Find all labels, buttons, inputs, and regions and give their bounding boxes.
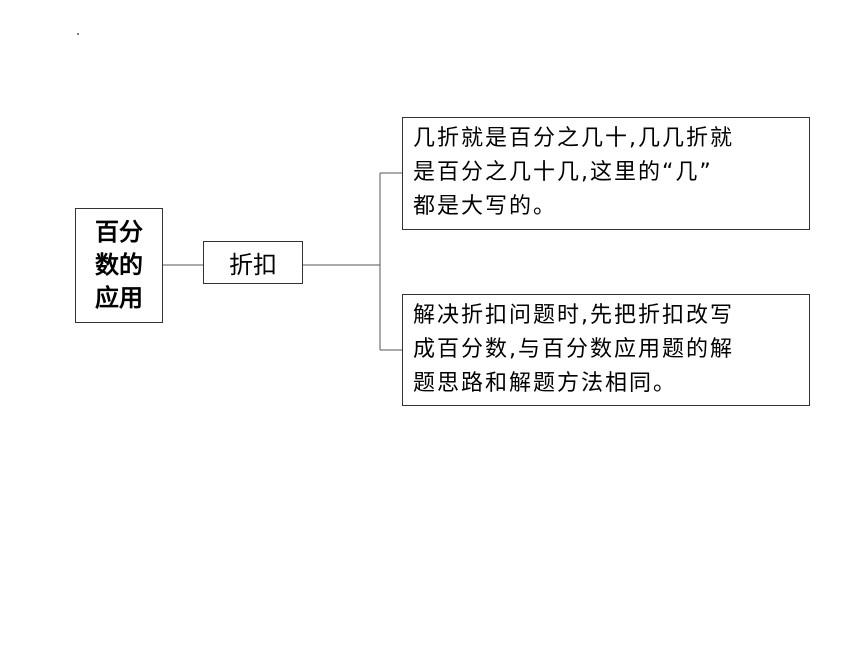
leaf-node-definition: 几折就是百分之几十,几几折就 是百分之几十几,这里的“几” 都是大写的。 <box>402 117 810 230</box>
leaf-node-method: 解决折扣问题时,先把折扣改写 成百分数,与百分数应用题的解 题思路和解题方法相同… <box>402 294 810 406</box>
branch-node-label: 折扣 <box>229 251 277 279</box>
leaf-node-method-text: 解决折扣问题时,先把折扣改写 成百分数,与百分数应用题的解 题思路和解题方法相同… <box>413 303 734 396</box>
root-node-label: 百分数的应用 <box>95 218 143 312</box>
branch-node-discount: 折扣 <box>203 241 303 284</box>
leaf-node-definition-text: 几折就是百分之几十,几几折就 是百分之几十几,这里的“几” 都是大写的。 <box>413 126 734 219</box>
root-node: 百分数的应用 <box>75 208 163 323</box>
decorative-dot <box>77 33 79 35</box>
